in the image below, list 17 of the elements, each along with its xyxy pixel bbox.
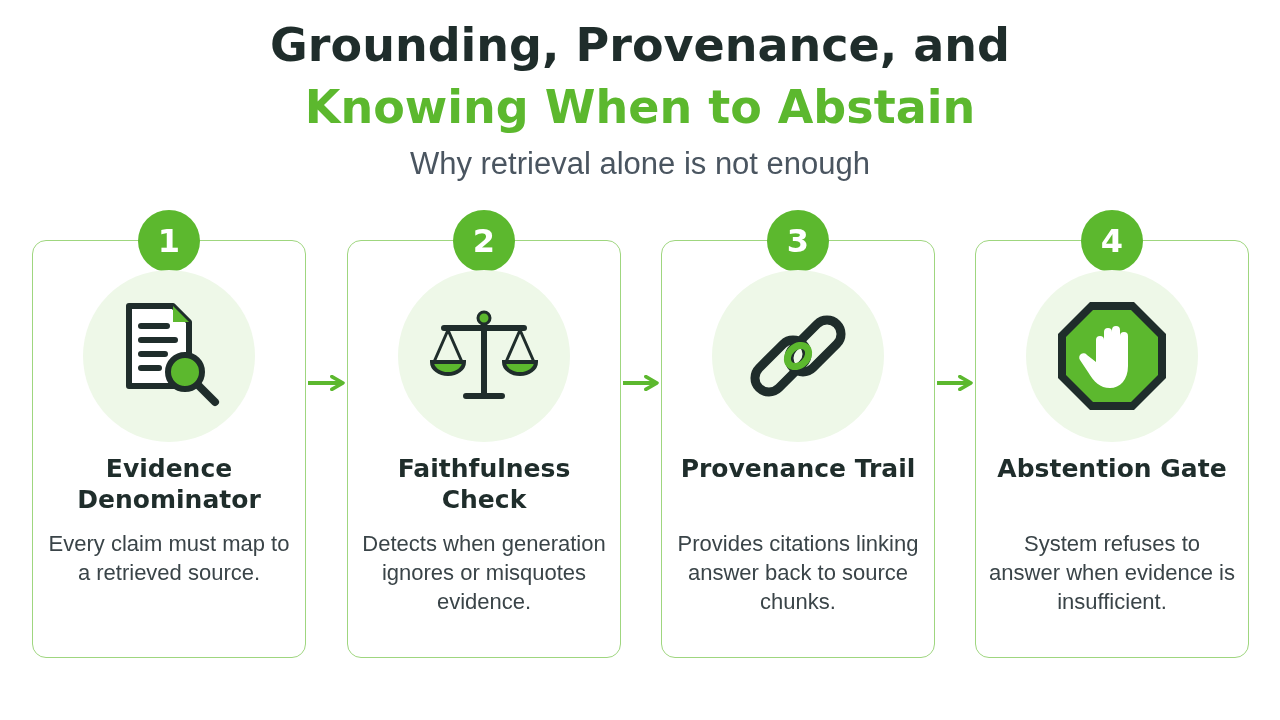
arrow bbox=[308, 374, 345, 392]
step-description: System refuses to answer when evidence is insufficient. bbox=[988, 530, 1236, 616]
arrow bbox=[937, 374, 973, 392]
step-number: 1 bbox=[138, 210, 200, 272]
step-description: Provides citations linking answer back to source chunks. bbox=[676, 530, 920, 616]
arrow bbox=[623, 374, 659, 392]
step-description: Every claim must map to a retrieved source. bbox=[47, 530, 291, 587]
step-title: Provenance Trail bbox=[679, 453, 917, 484]
step-number: 4 bbox=[1081, 210, 1143, 272]
step-title: Faithfulness Check bbox=[396, 453, 572, 515]
step-title: Abstention Gate bbox=[996, 453, 1228, 484]
subtitle: Why retrieval alone is not enough bbox=[408, 146, 872, 182]
step-number: 2 bbox=[453, 210, 515, 272]
step-number: 3 bbox=[767, 210, 829, 272]
step-description: Detects when generation ignores or misquotes evidence. bbox=[361, 530, 607, 616]
step-title: Evidence Denominator bbox=[76, 453, 262, 515]
title: Grounding, Provenance, and Knowing When to Abstain bbox=[269, 17, 1011, 136]
